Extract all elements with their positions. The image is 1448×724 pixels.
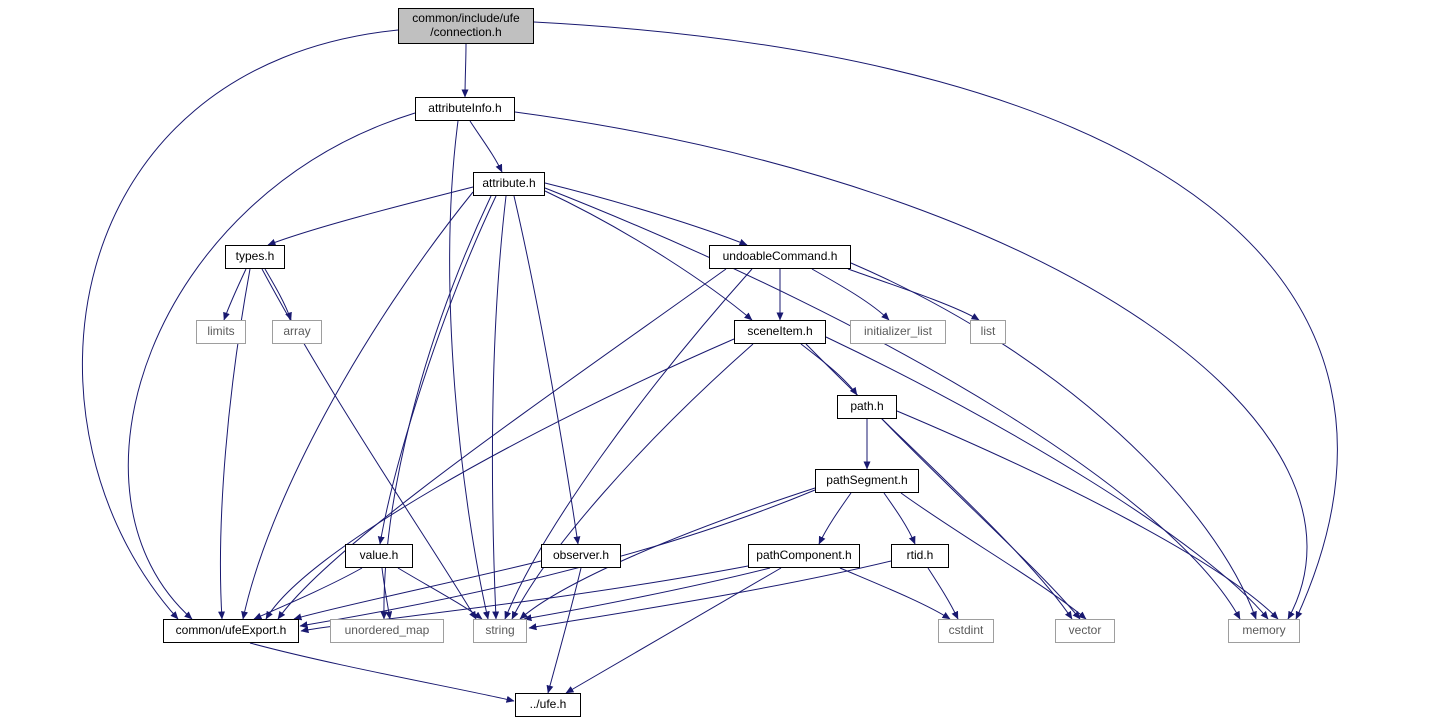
graph-node-string: string: [473, 619, 527, 643]
edge-rtid-to-string: [528, 560, 892, 631]
edge-sceneItem-to-string: [511, 343, 754, 620]
graph-node-label: array: [283, 324, 311, 339]
graph-node-unordered_map: unordered_map: [330, 619, 444, 643]
graph-node-label: sceneItem.h: [747, 324, 813, 339]
edge-attribute-to-sceneItem: [544, 190, 753, 321]
graph-node-label: common/include/ufe: [412, 11, 520, 26]
edge-rtid-to-cstdint: [927, 567, 959, 620]
edge-undoableCommand-to-ufeExport: [277, 268, 727, 620]
edge-observer-to-ufeExport: [293, 560, 542, 621]
graph-node-label: pathSegment.h: [826, 473, 908, 488]
edge-attribute-to-types: [267, 186, 474, 246]
graph-node-path[interactable]: path.h: [837, 395, 897, 419]
edge-pathSegment-to-string: [519, 487, 816, 620]
edge-attribute-to-string: [491, 195, 507, 620]
graph-node-pathSegment[interactable]: pathSegment.h: [815, 469, 919, 493]
graph-node-connection: common/include/ufe/connection.h: [398, 8, 534, 44]
edge-attribute-to-memory: [544, 187, 1241, 620]
graph-node-label: limits: [207, 324, 235, 339]
edge-value-to-string: [397, 567, 483, 620]
graph-node-cstdint: cstdint: [938, 619, 994, 643]
edge-undoableCommand-to-memory: [850, 262, 1257, 620]
graph-node-array: array: [272, 320, 322, 344]
graph-node-label: string: [485, 623, 515, 638]
edge-attribute-to-observer: [513, 195, 581, 545]
graph-node-memory: memory: [1228, 619, 1300, 643]
edge-value-to-unordered_map: [381, 567, 393, 620]
graph-node-sceneItem[interactable]: sceneItem.h: [734, 320, 826, 344]
graph-node-label: /connection.h: [430, 25, 502, 39]
edge-types-to-ufeExport: [218, 268, 251, 620]
graph-node-ufe[interactable]: ../ufe.h: [515, 693, 581, 717]
edge-types-to-array: [264, 268, 292, 321]
graph-node-label: initializer_list: [863, 324, 933, 339]
graph-node-initializer_list: initializer_list: [850, 320, 946, 344]
edge-pathSegment-to-ufeExport: [299, 489, 816, 629]
graph-node-label: observer.h: [552, 548, 610, 563]
edge-pathComponent-to-cstdint: [839, 567, 951, 620]
edge-connection-to-attributeInfo: [461, 43, 469, 98]
graph-node-label: unordered_map: [344, 623, 430, 638]
graph-node-label: path.h: [850, 399, 884, 414]
edge-observer-to-ufe: [546, 567, 582, 694]
graph-node-value[interactable]: value.h: [345, 544, 413, 568]
graph-node-observer[interactable]: observer.h: [541, 544, 621, 568]
graph-node-attribute[interactable]: attribute.h: [473, 172, 545, 196]
graph-node-label: attribute.h: [482, 176, 536, 191]
graph-node-label: pathComponent.h: [756, 548, 852, 563]
graph-node-label: cstdint: [948, 623, 984, 638]
edge-value-to-ufeExport: [253, 567, 363, 620]
edge-attribute-to-undoableCommand: [544, 182, 748, 246]
edge-attribute-to-unordered_map: [380, 195, 492, 620]
edge-connection-to-ufeExport: [81, 29, 399, 620]
edge-path-to-memory: [896, 410, 1279, 620]
graph-node-ufeExport[interactable]: common/ufeExport.h: [163, 619, 299, 643]
graph-node-label: value.h: [359, 548, 399, 563]
graph-node-label: undoableCommand.h: [722, 249, 838, 264]
edge-pathSegment-to-vector: [900, 492, 1087, 620]
graph-node-label: list: [980, 324, 996, 339]
edge-attributeInfo-to-memory: [514, 111, 1308, 620]
graph-node-label: attributeInfo.h: [428, 101, 502, 116]
edge-types-to-limits: [223, 268, 247, 321]
graph-node-vector: vector: [1055, 619, 1115, 643]
graph-node-label: ../ufe.h: [529, 697, 567, 712]
graph-node-label: rtid.h: [906, 548, 934, 563]
graph-node-pathComponent[interactable]: pathComponent.h: [748, 544, 860, 568]
edge-attribute-to-ufeExport: [241, 191, 474, 620]
edge-path-to-vector: [881, 418, 1081, 620]
edge-attributeInfo-to-string: [449, 120, 490, 620]
edge-ufeExport-to-ufe: [249, 642, 515, 703]
graph-node-types[interactable]: types.h: [225, 245, 285, 269]
edge-connection-to-memory: [533, 21, 1338, 620]
edge-pathComponent-to-ufe: [565, 567, 782, 694]
edge-sceneItem-to-ufeExport: [265, 338, 735, 620]
graph-node-label: vector: [1068, 623, 1102, 638]
edge-attribute-to-value: [377, 195, 497, 545]
edge-pathComponent-to-string: [523, 567, 771, 622]
graph-node-attributeInfo[interactable]: attributeInfo.h: [415, 97, 515, 121]
edge-pathSegment-to-rtid: [883, 492, 916, 545]
edge-sceneItem-to-memory: [825, 336, 1269, 620]
graph-node-label: types.h: [235, 249, 275, 264]
graph-node-list: list: [970, 320, 1006, 344]
graph-node-label: common/ufeExport.h: [175, 623, 287, 638]
edge-attributeInfo-to-attribute: [469, 120, 503, 173]
graph-node-rtid[interactable]: rtid.h: [891, 544, 949, 568]
graph-node-limits: limits: [196, 320, 246, 344]
edge-sceneItem-to-path: [800, 343, 858, 396]
edge-undoableCommand-to-initializer_list: [811, 268, 890, 321]
edge-undoableCommand-to-list: [847, 268, 980, 321]
graph-node-label: memory: [1242, 623, 1286, 638]
edge-pathSegment-to-pathComponent: [818, 492, 852, 545]
edge-sceneItem-to-vector: [805, 343, 1073, 620]
graph-node-undoableCommand[interactable]: undoableCommand.h: [709, 245, 851, 269]
edge-attributeInfo-to-ufeExport: [127, 112, 416, 620]
